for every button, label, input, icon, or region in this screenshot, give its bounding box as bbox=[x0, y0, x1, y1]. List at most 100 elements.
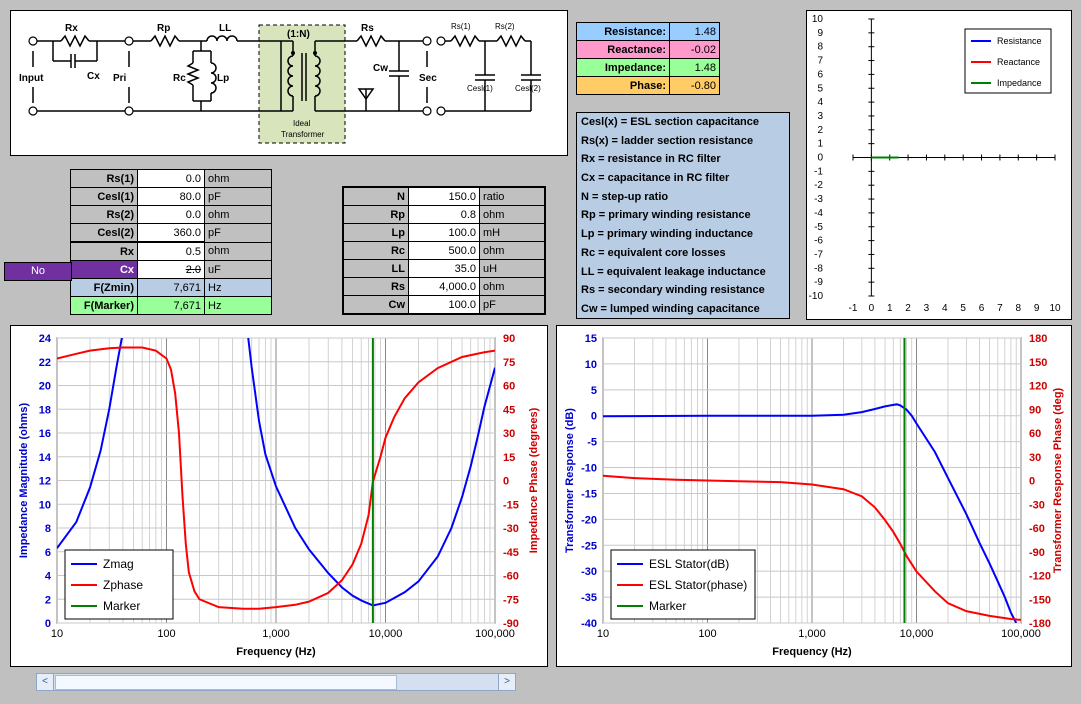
note-line: Rc = equivalent core losses bbox=[581, 246, 726, 259]
summary-value: 1.48 bbox=[669, 22, 720, 41]
param-label: Rs(1) bbox=[70, 169, 138, 188]
param-value[interactable]: 360.0 bbox=[137, 223, 205, 243]
x-tick-label: 6 bbox=[979, 303, 985, 314]
summary-value: -0.02 bbox=[669, 40, 720, 59]
x-tick-label: 4 bbox=[942, 303, 948, 314]
scroll-right-button[interactable]: > bbox=[498, 674, 515, 690]
param-value[interactable]: 0.0 bbox=[137, 169, 205, 188]
series-line bbox=[57, 346, 495, 610]
circuit-schematic: Rx Cx Input Pri Rp LL Rc Lp (1:N) Rs Cw … bbox=[19, 22, 541, 144]
label-sec: Sec bbox=[419, 73, 437, 84]
y-tick-label: -9 bbox=[814, 277, 823, 288]
y2-tick-label: 45 bbox=[503, 404, 515, 416]
y-tick-label: 4 bbox=[817, 97, 823, 108]
series-line bbox=[603, 403, 1018, 623]
y-tick-label: -4 bbox=[814, 208, 823, 219]
legend-label: Zphase bbox=[103, 578, 143, 592]
param-label: Cesl(1) bbox=[70, 187, 138, 206]
param-value[interactable]: 80.0 bbox=[137, 187, 205, 206]
y2-tick-label: -90 bbox=[503, 618, 519, 630]
chart-legend: ESL Stator(dB)ESL Stator(phase)Marker bbox=[610, 549, 756, 620]
summary-label: Reactance: bbox=[576, 40, 670, 59]
x-tick-label: -1 bbox=[849, 303, 858, 314]
param-value[interactable]: 2.0 bbox=[137, 260, 205, 279]
y-tick-label: 10 bbox=[39, 499, 51, 511]
scroll-thumb[interactable] bbox=[55, 675, 397, 690]
param-unit: pF bbox=[479, 295, 546, 315]
y2-tick-label: -120 bbox=[1029, 571, 1051, 583]
x-tick-label: 100,000 bbox=[1001, 628, 1041, 640]
param-value[interactable]: 0.0 bbox=[137, 205, 205, 224]
param-value[interactable]: 150.0 bbox=[408, 186, 480, 206]
legend-label: ESL Stator(phase) bbox=[649, 578, 747, 592]
label-ll: LL bbox=[219, 23, 231, 34]
x-tick-label: 10,000 bbox=[369, 628, 403, 640]
y-tick-label: -1 bbox=[814, 166, 823, 177]
y-tick-label: 8 bbox=[45, 523, 51, 535]
summary-row: Reactance:-0.02 bbox=[576, 40, 720, 59]
y-tick-label: 0 bbox=[45, 618, 51, 630]
param-unit: Hz bbox=[204, 296, 272, 315]
primary-coil bbox=[287, 55, 294, 97]
param-value[interactable]: 100.0 bbox=[408, 223, 480, 242]
y-tick-label: -30 bbox=[581, 566, 597, 578]
note-line: Cw = lumped winding capacitance bbox=[581, 302, 760, 315]
x-axis-label: Frequency (Hz) bbox=[236, 646, 316, 658]
y-tick-label: 1 bbox=[817, 139, 823, 150]
param-unit: mH bbox=[479, 223, 546, 242]
y2-tick-label: 30 bbox=[503, 428, 515, 440]
x-tick-label: 5 bbox=[960, 303, 966, 314]
param-value[interactable]: 0.8 bbox=[408, 205, 480, 224]
y-tick-label: -15 bbox=[581, 488, 597, 500]
y-tick-label: -5 bbox=[814, 222, 823, 233]
y-tick-label: 18 bbox=[39, 404, 51, 416]
y-tick-label: 0 bbox=[817, 153, 823, 164]
label-rs1: Rs(1) bbox=[451, 22, 471, 31]
param-value[interactable]: 7,671 bbox=[137, 278, 205, 297]
label-rp: Rp bbox=[157, 23, 170, 34]
label-ideal: Ideal bbox=[293, 119, 311, 128]
param-value[interactable]: 500.0 bbox=[408, 241, 480, 260]
x-tick-label: 1,000 bbox=[798, 628, 826, 640]
param-value[interactable]: 4,000.0 bbox=[408, 277, 480, 296]
param-unit: pF bbox=[204, 187, 272, 206]
y-tick-label: 15 bbox=[585, 333, 597, 345]
x-tick-label: 3 bbox=[924, 303, 930, 314]
y2-tick-label: 90 bbox=[1029, 404, 1041, 416]
horizontal-scrollbar[interactable]: < > bbox=[36, 673, 516, 691]
note-line: Rs = secondary winding resistance bbox=[581, 284, 765, 297]
rc-resistor bbox=[185, 62, 201, 86]
param-value[interactable]: 35.0 bbox=[408, 259, 480, 278]
legend-label: Resistance bbox=[997, 36, 1042, 46]
param-unit: ohm bbox=[204, 169, 272, 188]
param-value[interactable]: 0.5 bbox=[137, 241, 205, 261]
param-unit: ohm bbox=[479, 277, 546, 296]
note-line: Rp = primary winding resistance bbox=[581, 209, 751, 222]
y-tick-label: 8 bbox=[817, 42, 823, 53]
lp-inductor bbox=[210, 62, 217, 94]
y2-tick-label: 75 bbox=[503, 357, 515, 369]
summary-row: Resistance:1.48 bbox=[576, 22, 720, 41]
param-label: F(Zmin) bbox=[70, 278, 138, 297]
param-label: Lp bbox=[342, 223, 409, 242]
scroll-left-button[interactable]: < bbox=[37, 674, 54, 690]
param-unit: uH bbox=[479, 259, 546, 278]
y-tick-label: 12 bbox=[39, 476, 51, 488]
param-value[interactable]: 100.0 bbox=[408, 295, 480, 315]
param-unit: ratio bbox=[479, 186, 546, 206]
x-tick-label: 7 bbox=[997, 303, 1003, 314]
param-value[interactable]: 7,671 bbox=[137, 296, 205, 315]
summary-row: Phase:-0.80 bbox=[576, 76, 720, 95]
summary-value: 1.48 bbox=[669, 58, 720, 77]
